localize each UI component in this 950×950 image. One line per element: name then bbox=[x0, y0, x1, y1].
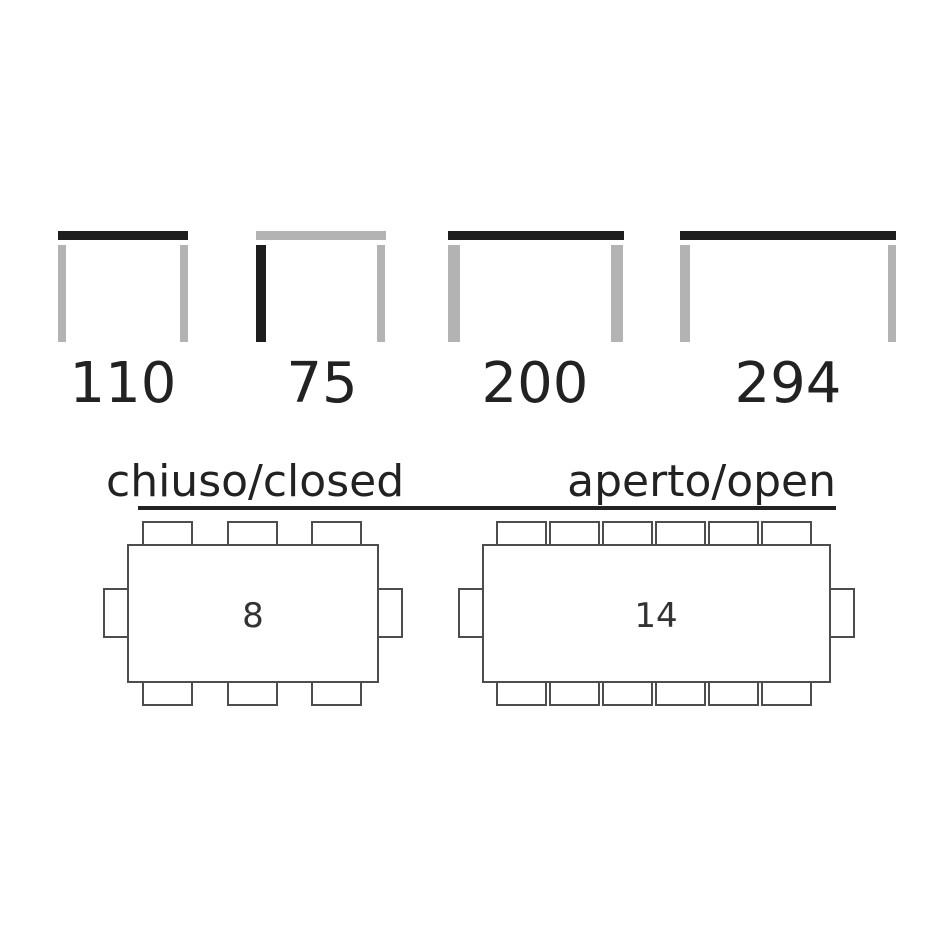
chair bbox=[655, 681, 706, 706]
dimension-value: 200 bbox=[482, 351, 589, 416]
chair bbox=[708, 521, 759, 546]
chair bbox=[829, 588, 855, 638]
table-leg-left bbox=[58, 245, 66, 342]
table-leg-left bbox=[256, 245, 266, 342]
open-label: aperto/open bbox=[567, 456, 836, 507]
chair bbox=[761, 681, 812, 706]
table-leg-right bbox=[888, 245, 896, 342]
chair bbox=[496, 681, 547, 706]
table-outline bbox=[127, 544, 379, 683]
table-width-icon bbox=[58, 231, 188, 342]
dimension-value: 110 bbox=[70, 351, 177, 416]
chair bbox=[496, 521, 547, 546]
table-top bbox=[58, 231, 188, 240]
table-outline bbox=[482, 544, 831, 683]
chair bbox=[311, 521, 362, 546]
table-leg-right bbox=[377, 245, 385, 342]
table-top bbox=[448, 231, 624, 240]
chair bbox=[227, 521, 278, 546]
chair bbox=[655, 521, 706, 546]
chair bbox=[142, 681, 193, 706]
table-leg-right bbox=[611, 245, 623, 342]
table-leg-left bbox=[448, 245, 460, 342]
divider-line bbox=[138, 506, 836, 510]
table-leg-left bbox=[680, 245, 690, 342]
chair bbox=[708, 681, 759, 706]
chair bbox=[761, 521, 812, 546]
chair bbox=[602, 681, 653, 706]
closed-table-layout bbox=[103, 521, 403, 706]
chair bbox=[227, 681, 278, 706]
chair bbox=[103, 588, 129, 638]
chair bbox=[377, 588, 403, 638]
table-top bbox=[256, 231, 386, 240]
closed-label: chiuso/closed bbox=[106, 456, 404, 507]
table-length-open-icon bbox=[680, 231, 896, 342]
table-height-icon bbox=[256, 231, 386, 342]
chair bbox=[311, 681, 362, 706]
open-table-layout bbox=[458, 521, 855, 706]
chair bbox=[142, 521, 193, 546]
chair bbox=[549, 681, 600, 706]
chair bbox=[458, 588, 484, 638]
chair bbox=[549, 521, 600, 546]
dimension-value: 294 bbox=[735, 351, 842, 416]
table-leg-right bbox=[180, 245, 188, 342]
table-length-closed-icon bbox=[448, 231, 624, 342]
seat-count: 14 bbox=[634, 596, 677, 636]
dimension-value: 75 bbox=[286, 351, 357, 416]
chair bbox=[602, 521, 653, 546]
seat-count: 8 bbox=[242, 596, 264, 636]
table-top bbox=[680, 231, 896, 240]
